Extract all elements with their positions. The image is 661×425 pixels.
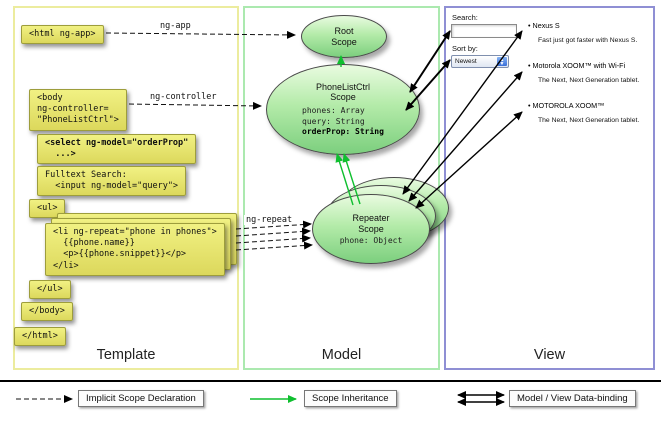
code-html-open: <html ng-app> <box>21 25 104 45</box>
code-ul-open: <ul> <box>29 199 66 219</box>
model-label: Model <box>321 347 362 363</box>
template-label: Template <box>96 347 156 363</box>
phonelistctrl-scope-props: phones: Array query: String orderProp: S… <box>302 106 384 137</box>
phonelistctrl-scope-ellipse: PhoneListCtrl Scope phones: Array query:… <box>266 64 420 155</box>
code-html-close: </html> <box>14 327 66 347</box>
ng-app-label: ng-app <box>158 21 193 31</box>
legend-implicit-label: Implicit Scope Declaration <box>78 390 204 407</box>
sort-dropdown[interactable]: Newest ▲▼ <box>451 55 509 68</box>
phonelistctrl-scope-title: PhoneListCtrl Scope <box>315 81 371 103</box>
list-item-desc: The Next, Next Generation tablet. <box>538 117 640 124</box>
search-label: Search: <box>452 13 478 22</box>
code-select-ng-model: <select ng-model="orderProp" ...> <box>37 134 197 165</box>
root-scope-title: Root Scope <box>331 25 357 47</box>
code-li-ng-repeat: <li ng-repeat="phone in phones"> {{phone… <box>45 223 225 276</box>
list-item-name: Nexus S <box>528 21 560 30</box>
repeater-scope-title: Repeater Scope <box>352 212 390 234</box>
prop-orderprop: orderProp: String <box>302 126 384 136</box>
list-item-name: Motorola XOOM™ with Wi-Fi <box>528 61 626 70</box>
repeater-scope-ellipse: Repeater Scope phone: Object <box>312 194 430 264</box>
legend-divider <box>0 380 661 382</box>
sort-selected-value: Newest <box>455 58 477 65</box>
ng-controller-label: ng-controller <box>148 92 219 102</box>
list-item-desc: Fast just got faster with Nexus S. <box>538 37 638 44</box>
code-fulltext-search: Fulltext Search: <input ng-model="query"… <box>37 166 187 197</box>
prop-query: query: String <box>302 116 365 126</box>
sort-by-label: Sort by: <box>452 44 478 53</box>
legend-binding-label: Model / View Data-binding <box>509 390 636 407</box>
root-scope-ellipse: Root Scope <box>301 15 387 58</box>
list-item-desc: The Next, Next Generation tablet. <box>538 77 640 84</box>
prop-phones: phones: Array <box>302 106 365 116</box>
code-body-close: </body> <box>21 302 73 322</box>
code-body-open: <body ng-controller= "PhoneListCtrl"> <box>29 89 127 131</box>
code-ul-close: </ul> <box>29 280 71 300</box>
view-label: View <box>533 347 566 363</box>
ng-repeat-label: ng-repeat <box>244 215 295 225</box>
legend-inheritance-label: Scope Inheritance <box>304 390 397 407</box>
dropdown-arrows-icon: ▲▼ <box>497 57 507 66</box>
prop-phone: phone: Object <box>339 236 403 246</box>
list-item-name: MOTOROLA XOOM™ <box>528 101 605 110</box>
search-input[interactable] <box>451 24 517 38</box>
